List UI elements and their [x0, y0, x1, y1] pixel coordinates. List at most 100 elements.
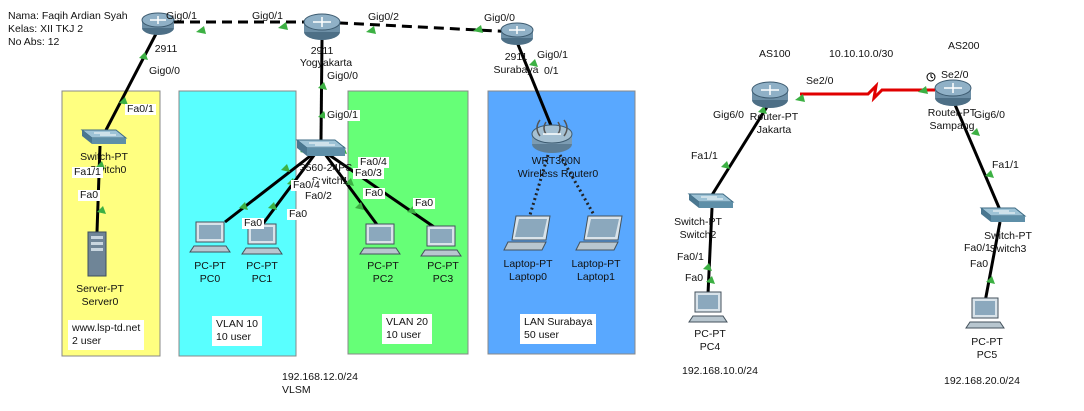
zone-label-vlan20: VLAN 20 10 user	[382, 314, 433, 344]
vlsm-label: VLSM	[282, 384, 311, 396]
port-label: Gig0/1	[166, 10, 197, 22]
port-label: Fa0/1	[964, 242, 991, 254]
port-label: Gig0/1	[537, 49, 568, 61]
pc1-name: PC1	[251, 273, 273, 285]
router-jakarta-name: Jakarta	[756, 124, 792, 136]
port-label: Fa0	[970, 258, 989, 270]
laptop1-name: Laptop1	[577, 271, 615, 283]
router-yk-model: 2911	[310, 45, 334, 57]
laptop-icon[interactable]	[575, 215, 623, 251]
pc4-model: PC-PT	[694, 328, 726, 340]
multilayer-switch-icon[interactable]	[295, 139, 347, 156]
pc0-name: PC0	[199, 273, 221, 285]
link-switch3-pc5	[983, 221, 1002, 303]
serial-link-jakarta-sampang	[800, 81, 950, 103]
router-icon[interactable]	[500, 22, 534, 45]
sw3560-model: 3560-24PS	[299, 162, 353, 174]
pc3-name: PC3	[432, 273, 454, 285]
wan-network: 10.10.10.0/30	[829, 48, 894, 60]
router-yk-name: Yogyakarta	[299, 57, 353, 69]
router-icon[interactable]	[934, 79, 972, 106]
port-label: Fa0/4	[291, 179, 322, 191]
pc-icon[interactable]	[965, 297, 1005, 329]
pc5-name: PC5	[976, 349, 998, 361]
laptop1-model: Laptop-PT	[571, 258, 621, 270]
router-sampang-name: Sampang	[929, 120, 975, 132]
link-yk-sb	[321, 20, 518, 34]
router-sb-name: Surabaya	[493, 64, 539, 76]
sw3560-name: Switch1	[311, 175, 349, 187]
pc3-model: PC-PT	[427, 260, 459, 272]
zone-label-server: www.lsp-td.net 2 user	[68, 320, 145, 350]
server0-model: Server-PT	[76, 283, 124, 295]
wireless-router-icon[interactable]	[531, 119, 573, 153]
pc0-model: PC-PT	[194, 260, 226, 272]
port-label: Gig0/1	[325, 109, 360, 121]
switch0-name: Switch0	[89, 164, 127, 176]
link-sb-wrt	[515, 41, 554, 129]
port-label: Fa1/1	[691, 150, 718, 162]
port-label: Gig6/0	[974, 109, 1005, 121]
student-name: Nama: Faqih Ardian Syah	[8, 10, 128, 22]
router-icon[interactable]	[303, 13, 341, 40]
switch3-model: Switch-PT	[984, 230, 1032, 242]
port-label: Fa1/1	[992, 159, 1019, 171]
wireless-links	[528, 154, 596, 216]
port-label: Gig0/2	[368, 11, 399, 23]
switch-icon[interactable]	[80, 129, 128, 144]
router-sampang-model: Router-PT	[927, 107, 977, 119]
pc-icon[interactable]	[241, 223, 283, 255]
link-3560-pc0	[224, 148, 319, 224]
port-label: Gig0/0	[149, 65, 180, 77]
pc-icon[interactable]	[420, 225, 462, 257]
pc-icon[interactable]	[359, 223, 401, 255]
laptop0-model: Laptop-PT	[503, 258, 553, 270]
pc2-name: PC2	[372, 273, 394, 285]
port-label: Fa0	[287, 208, 310, 220]
zone-label-lan-surabaya: LAN Surabaya 50 user	[520, 314, 597, 344]
left-network: 192.168.10.0/24	[682, 365, 758, 377]
pc-icon[interactable]	[688, 291, 728, 323]
port-label: Fa0/3	[353, 167, 384, 179]
switch2-name: Switch2	[679, 229, 717, 241]
student-info-box: Nama: Faqih Ardian Syah Kelas: XII TKJ 2…	[4, 8, 132, 52]
link-yk-3560	[319, 39, 324, 141]
switch3-name: Switch3	[989, 243, 1027, 255]
as100-label: AS100	[759, 48, 791, 60]
link-jkt-switch2	[710, 101, 772, 196]
zone-vlan20	[347, 90, 469, 355]
switch-icon[interactable]	[979, 207, 1027, 222]
port-label: Fa0	[78, 189, 101, 201]
switch-icon[interactable]	[687, 193, 735, 208]
port-label: Fa0/1	[125, 103, 156, 115]
pc1-model: PC-PT	[246, 260, 278, 272]
port-label: Fa0	[363, 187, 386, 199]
link-3560-pc1	[260, 149, 320, 226]
pc4-name: PC4	[699, 341, 721, 353]
link-switch0-server	[95, 145, 102, 233]
vlsm-network: 192.168.12.0/24	[282, 371, 358, 383]
port-label: Fa0	[413, 197, 436, 209]
port-label: Fa0/2	[303, 190, 334, 202]
pc-icon[interactable]	[189, 221, 231, 253]
port-label: 0/1	[544, 65, 559, 77]
port-label: Fa0	[685, 272, 704, 284]
router-sb-model: 2911	[504, 51, 528, 63]
laptop-icon[interactable]	[503, 215, 551, 251]
server-icon[interactable]	[87, 231, 107, 277]
router-icon[interactable]	[141, 12, 175, 35]
port-label: Gig0/0	[484, 12, 515, 24]
port-label: Fa1/1	[72, 166, 103, 178]
link-r2911a-switch0	[104, 29, 160, 131]
port-label: Gig6/0	[713, 109, 744, 121]
router-jakarta-model: Router-PT	[749, 111, 799, 123]
port-label: Fa0	[242, 217, 265, 229]
server0-name: Server0	[81, 296, 119, 308]
router-icon[interactable]	[751, 81, 789, 108]
link-3560-pc2	[320, 149, 380, 227]
wrt-model: WRT300N	[531, 155, 581, 167]
router-2911-a-model: 2911	[154, 43, 178, 55]
port-label: Se2/0	[941, 69, 969, 81]
laptop0-name: Laptop0	[509, 271, 547, 283]
